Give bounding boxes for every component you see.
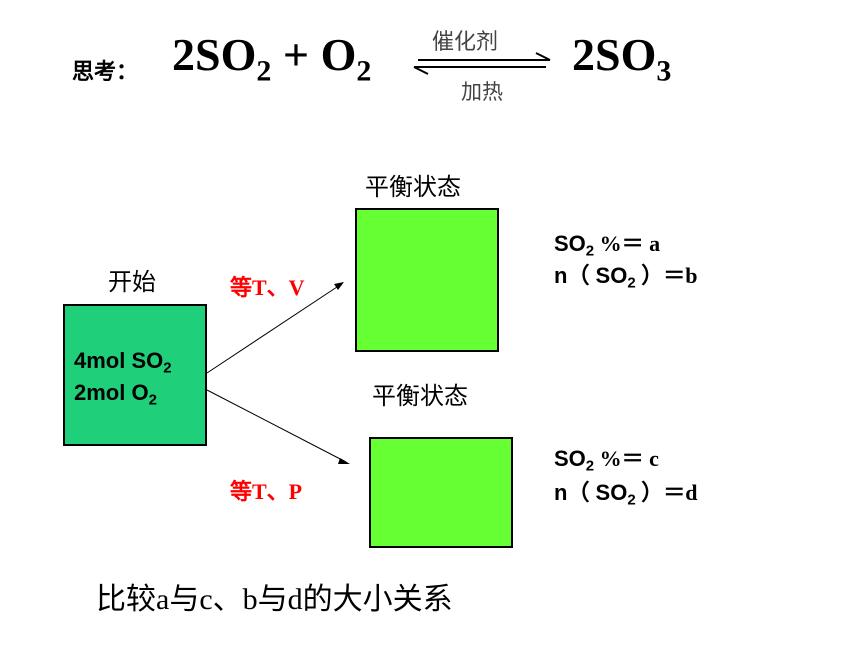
result-c-subscript: 2 [585,457,595,475]
result-so2-percent-c: SO2 %＝ c [554,441,659,475]
result-n-so2-b: n（ SO2 ）＝b [554,258,697,292]
start-label: 开始 [108,270,156,296]
start-so2-amount: 4mol SO2 [74,348,172,377]
start-o2-text: 2mol O [74,380,149,405]
equilibrium-label-bottom: 平衡状态 [372,384,468,410]
reactant-so2: 2SO [172,29,257,80]
comparison-question: 比较a与c、b与d的大小关系 [96,583,453,616]
result-d-formula: n（ SO [554,480,628,505]
reversible-arrow-icon [413,52,551,75]
arrow-to-bottom [206,389,347,463]
reaction-equation-left: 2SO2 + O2 [172,32,371,87]
result-d-value: ）＝d [635,480,698,505]
result-a-subscript: 2 [585,242,595,260]
result-c-value: %＝ c [594,446,659,471]
equilibrium-box-top [355,208,499,352]
result-b-subscript: 2 [627,274,636,292]
result-d-subscript: 2 [627,491,636,509]
result-so2-percent-a: SO2 %＝ a [554,226,660,260]
result-n-so2-d: n（ SO2 ）＝d [554,475,697,509]
arrow-head-top-icon [334,282,344,290]
reactant-o2-subscript: 2 [356,54,372,88]
arrow-head-bottom-icon [338,458,350,464]
result-c-formula: SO [554,446,586,471]
catalyst-label: 催化剂 [432,29,499,54]
product-so3-subscript: 3 [656,54,672,88]
condition-constant-t-v: 等T、V [230,275,305,300]
arrow-to-top [206,284,341,374]
condition-constant-t-p: 等T、P [230,479,303,504]
reactant-so2-subscript: 2 [256,54,272,88]
result-a-formula: SO [554,231,586,256]
reactant-o2: + O [271,29,357,80]
think-label: 思考： [72,59,139,84]
result-b-formula: n（ SO [554,263,628,288]
result-a-value: %＝ a [594,231,661,256]
start-so2-text: 4mol SO [74,348,164,373]
reaction-product: 2SO3 [572,32,671,87]
equilibrium-box-bottom [369,437,513,548]
start-so2-subscript: 2 [163,359,172,377]
product-so3: 2SO [572,29,657,80]
start-o2-subscript: 2 [148,391,157,409]
equilibrium-label-top: 平衡状态 [365,175,461,201]
start-box: 4mol SO2 2mol O2 [63,304,207,446]
result-b-value: ）＝b [635,263,698,288]
start-o2-amount: 2mol O2 [74,380,157,409]
heat-label: 加热 [461,80,503,104]
